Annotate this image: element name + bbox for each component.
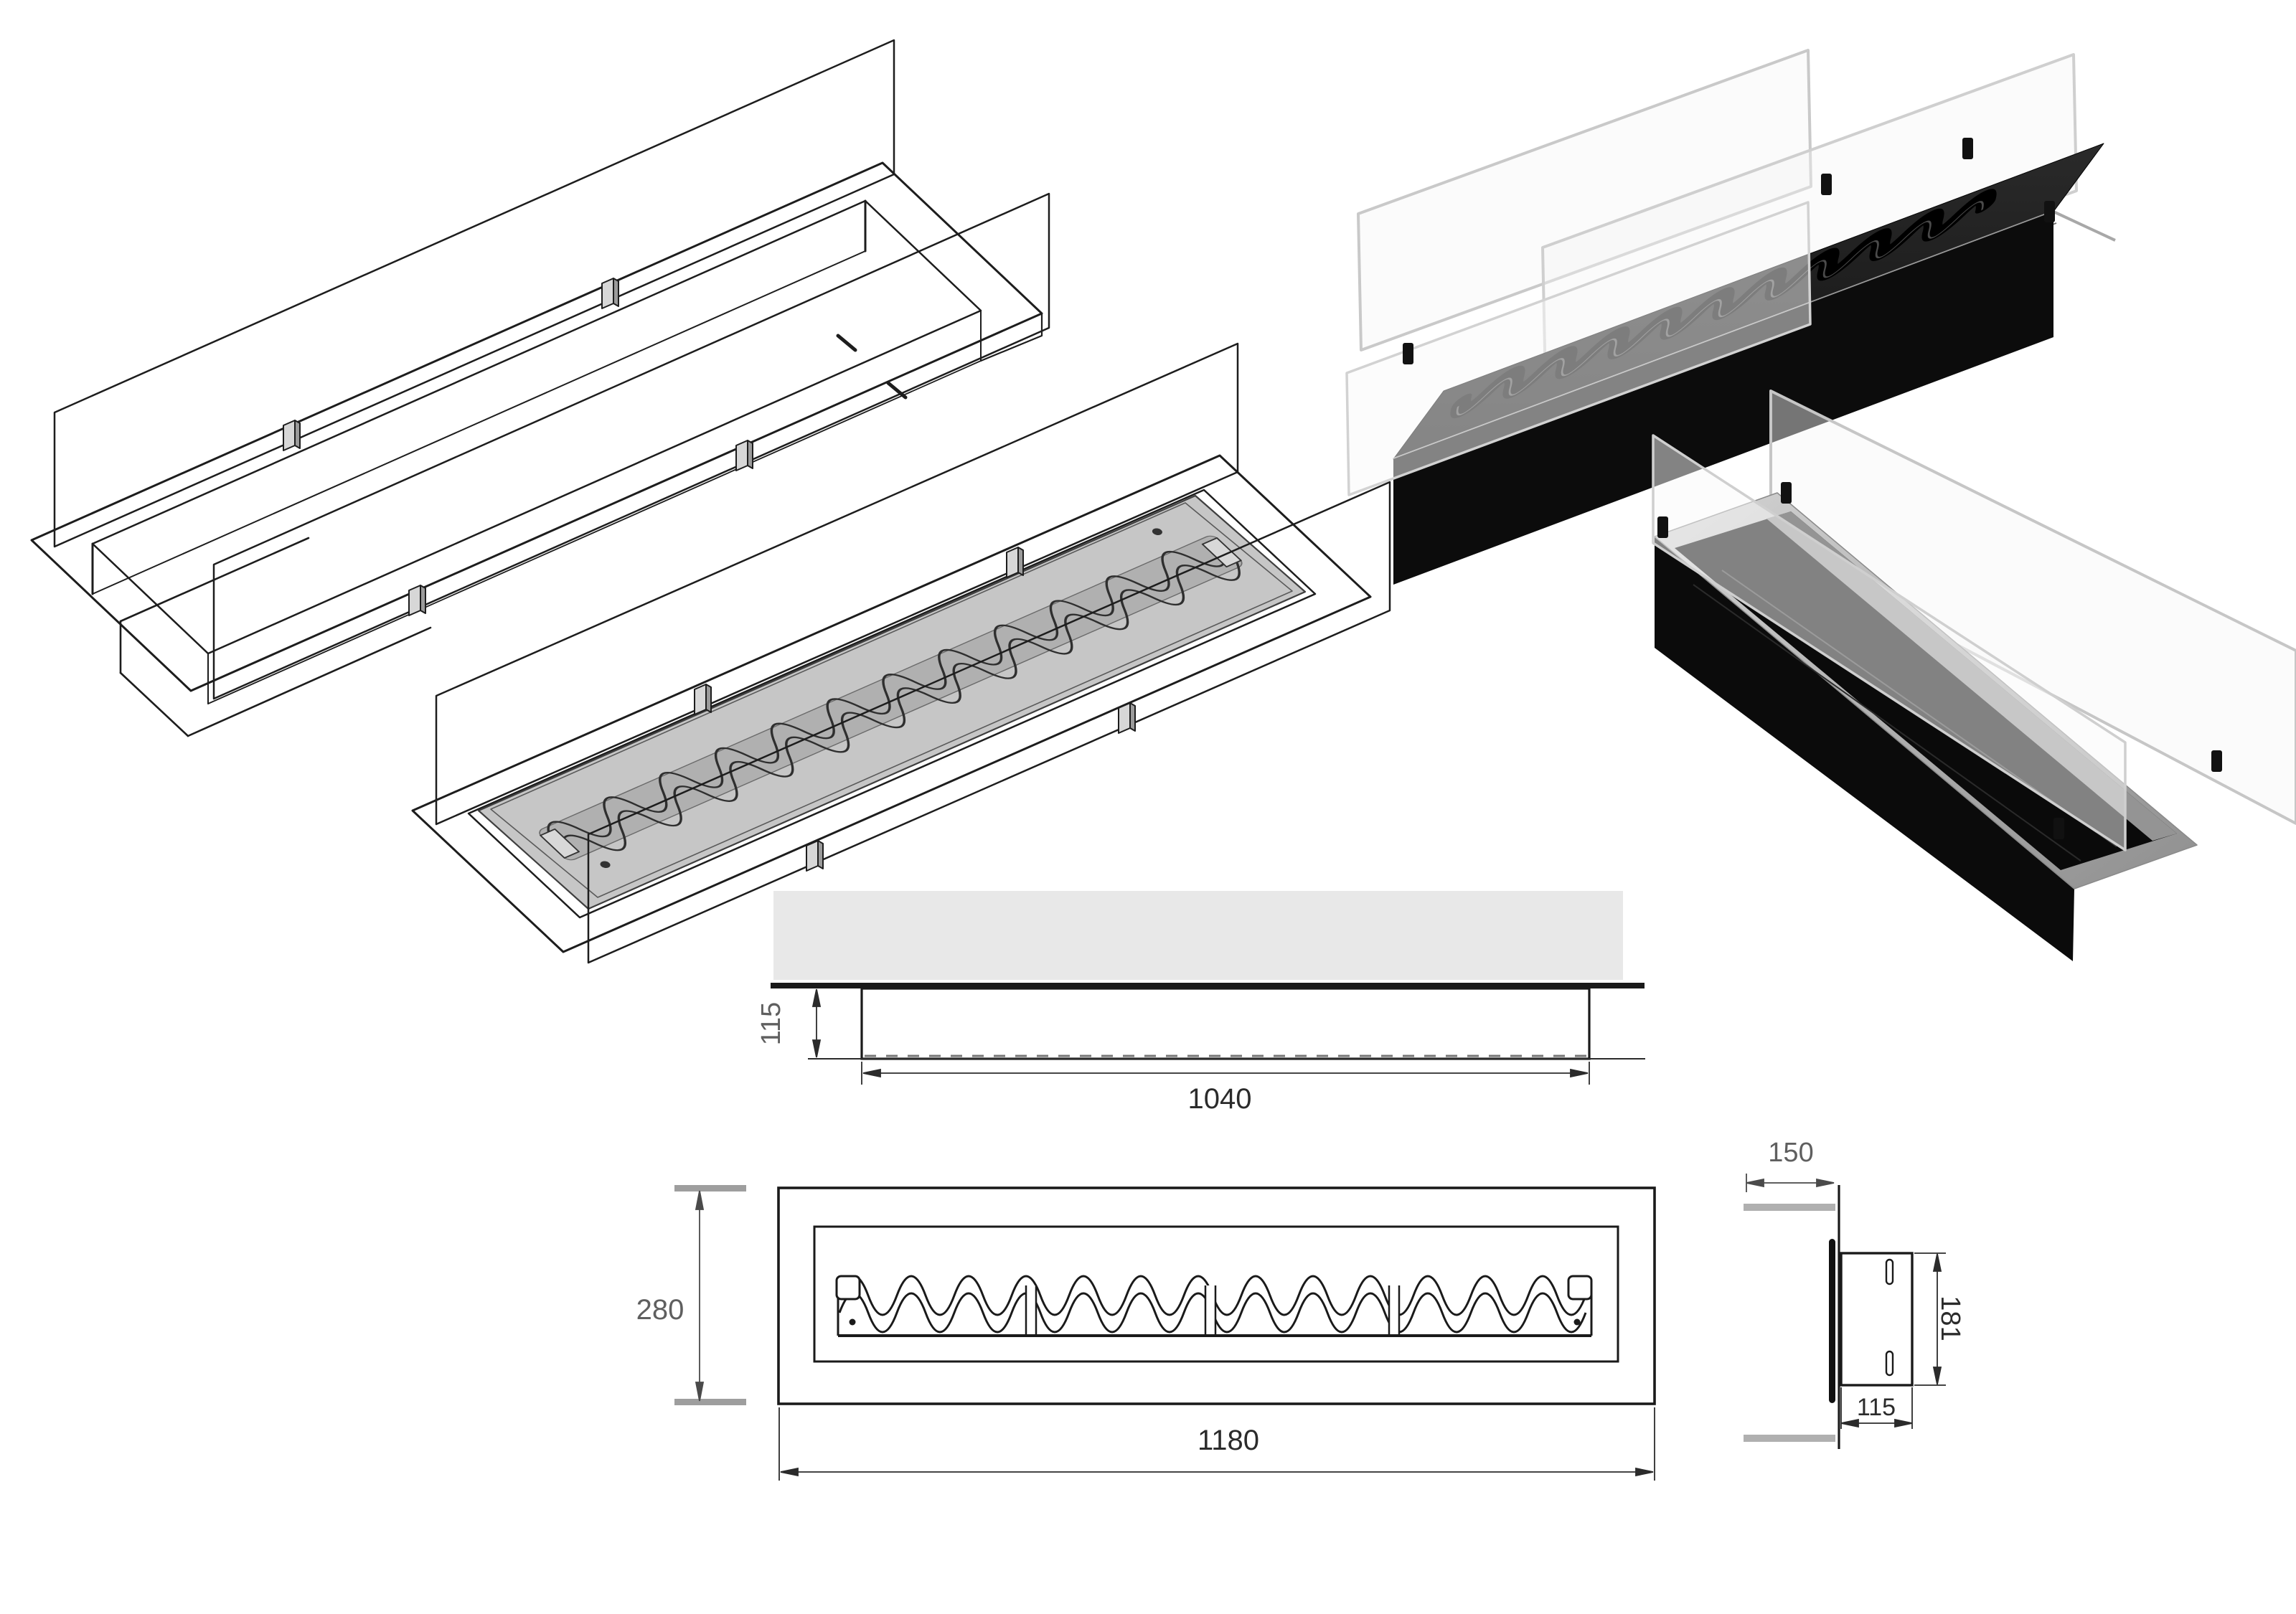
iso-view-empty	[30, 39, 1050, 737]
glass-clip	[601, 278, 619, 309]
iso1-flange-opening	[91, 199, 982, 655]
label-side-niche-150: 150	[1768, 1138, 1814, 1168]
iso1-tank	[119, 537, 432, 737]
iso1-flange-outer	[30, 161, 1043, 692]
wave-dividers	[1025, 1285, 1401, 1334]
render1-body	[1393, 212, 2053, 585]
front-outer-frame	[777, 1186, 1656, 1405]
render1-back-glass-left	[1357, 49, 1812, 351]
glass-clip	[1821, 174, 1832, 195]
side-glass-edge	[1829, 1239, 1835, 1403]
dim-box-height-181	[1914, 1252, 1946, 1386]
iso1-back-glass	[53, 39, 895, 548]
glass-clip	[1118, 702, 1136, 734]
label-front-width-1180: 1180	[1197, 1425, 1259, 1456]
render-burner-open	[1652, 390, 2296, 961]
dim-niche-depth-150	[1746, 1174, 1835, 1192]
section-box	[860, 987, 1591, 1060]
glass-clip	[2044, 201, 2055, 222]
render1-clips	[1403, 138, 2055, 364]
glass-clip	[1006, 547, 1024, 578]
side-box	[1840, 1252, 1914, 1387]
glass-clip	[694, 684, 712, 715]
dim-box-depth-115	[1840, 1387, 1913, 1429]
dim-height-280	[674, 1185, 746, 1405]
plate-hole	[600, 861, 611, 869]
glass-clip	[1657, 516, 1668, 538]
glass-clip	[1962, 138, 1973, 159]
glass-clip	[283, 420, 301, 451]
mount-hole	[1573, 1318, 1581, 1326]
iso2-plate-inner-line	[490, 502, 1293, 898]
label-section-depth-115: 115	[756, 1001, 786, 1046]
iso2-flange-outer	[411, 454, 1372, 953]
label-side-depth-115: 115	[1856, 1394, 1896, 1421]
iso2-front-glass	[587, 481, 1391, 964]
section-wall	[773, 891, 1623, 980]
mount-hole	[849, 1318, 856, 1326]
iso2-wave-channel	[539, 528, 1243, 869]
section-flange-line	[771, 983, 1645, 988]
glass-clip	[2053, 818, 2064, 839]
glass-clip	[1781, 482, 1792, 504]
iso2-flange-opening	[467, 489, 1317, 919]
plate-hole	[1152, 528, 1162, 536]
render2-front-glass	[1652, 434, 2127, 851]
render-burner-closed	[1345, 49, 2116, 585]
iso1-front-glass	[212, 192, 1050, 700]
glass-clip	[806, 840, 824, 872]
glass-clip	[2211, 750, 2222, 772]
front-wave-burner	[835, 1275, 1593, 1337]
iso1-clips	[283, 278, 753, 616]
front-inner-frame	[813, 1225, 1619, 1363]
render1-front-glass	[1345, 201, 1812, 496]
label-section-width-1040: 1040	[1187, 1083, 1252, 1115]
dim-width-1180	[778, 1407, 1655, 1481]
iso2-clips	[694, 547, 1136, 872]
dim-inner-width-1040	[861, 1062, 1590, 1085]
front-view	[674, 1185, 1656, 1481]
side-view	[1744, 1174, 1946, 1449]
section-view	[771, 891, 1645, 1085]
side-slot	[1885, 1258, 1894, 1285]
render2-clips	[1657, 482, 2222, 839]
iso-view-with-burner	[411, 342, 1391, 964]
glass-clip	[735, 440, 753, 471]
side-wall-bar-top	[1744, 1204, 1835, 1211]
label-side-height-181: 181	[1935, 1296, 1965, 1341]
side-slot	[1885, 1350, 1894, 1377]
side-wall-bar-bottom	[1744, 1435, 1835, 1442]
glass-clip	[408, 585, 426, 616]
glass-clip	[1403, 343, 1413, 364]
label-front-height-280: 280	[636, 1294, 684, 1326]
dim-insert-depth-115	[811, 988, 822, 1058]
render2-body	[1655, 537, 2074, 961]
